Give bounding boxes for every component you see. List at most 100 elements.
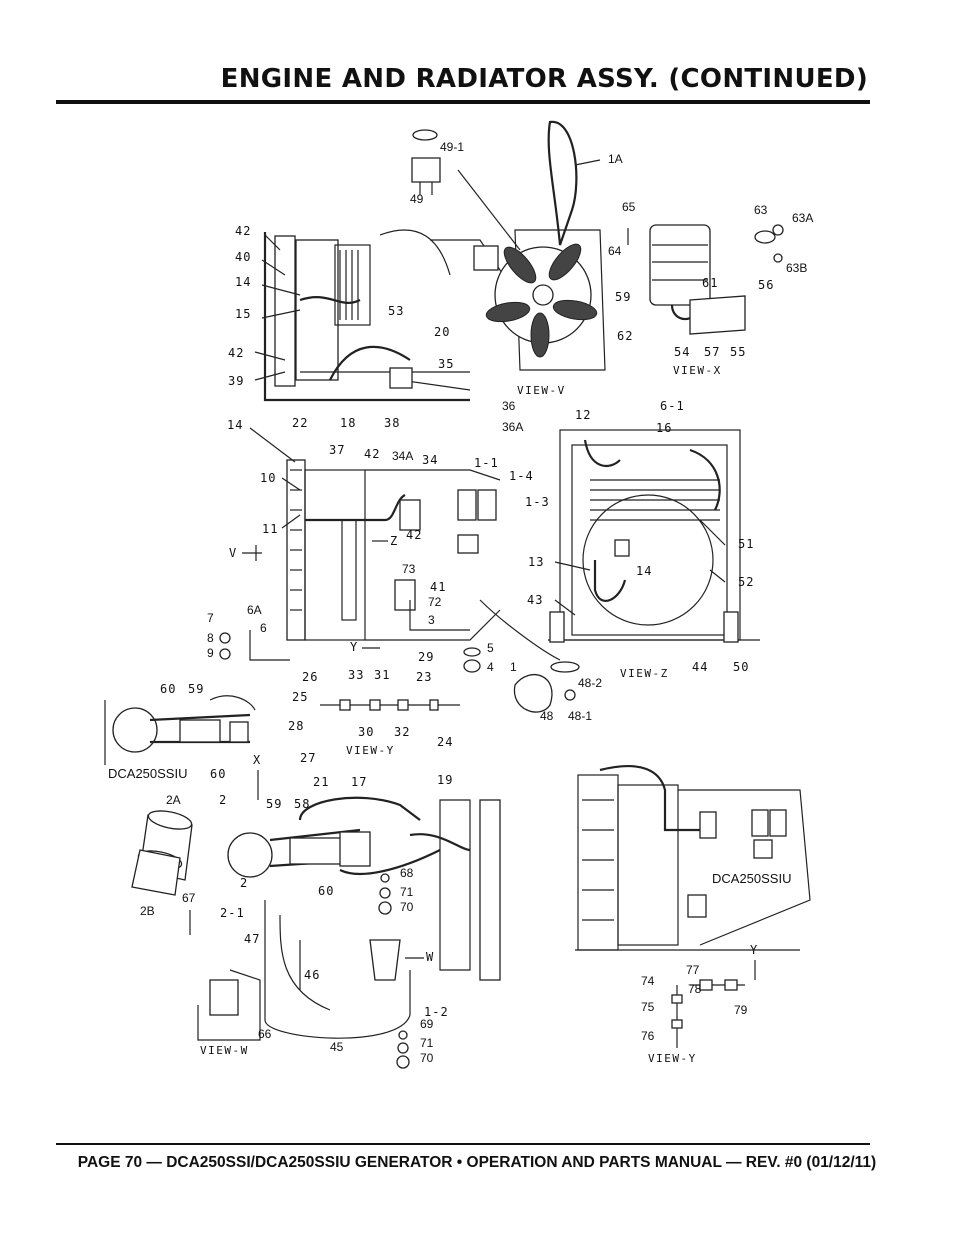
callout-label: 59 (266, 797, 282, 811)
callout-label: 33 (348, 668, 364, 682)
callout-label: 51 (738, 537, 754, 551)
callout-label: 26 (302, 670, 318, 684)
callout-label: 27 (300, 751, 316, 765)
callout-label: 40 (235, 250, 251, 264)
callout-label: 70 (400, 900, 414, 914)
callout-label: 2-1 (220, 906, 245, 920)
callout-label: 1-3 (525, 495, 550, 509)
callout-label: 1-2 (424, 1005, 449, 1019)
callout-label: 48-2 (578, 676, 602, 690)
callout-label: 57 (704, 345, 720, 359)
callout-label: 12 (575, 408, 591, 422)
callout-label: 36 (502, 399, 516, 413)
callout-label: 52 (738, 575, 754, 589)
callout-label: 64 (608, 244, 622, 258)
callout-label: 21 (313, 775, 329, 789)
callout-label: 2B (140, 904, 155, 918)
callout-label: 4 (487, 660, 494, 674)
callout-label: 28 (288, 719, 304, 733)
callout-label: 54 (674, 345, 690, 359)
callout-label: 6-1 (660, 399, 685, 413)
direction-marker: Y (350, 640, 358, 654)
callout-label: 59 (188, 682, 204, 696)
intake-dca250ssiu (104, 695, 256, 765)
callout-label: 55 (730, 345, 746, 359)
callout-label: 56 (758, 278, 774, 292)
callout-label: 11 (262, 522, 278, 536)
callout-label: 15 (235, 307, 251, 321)
callout-label: 39 (228, 374, 244, 388)
callout-label: 63A (792, 211, 813, 225)
callout-label: 14 (227, 418, 243, 432)
callout-label: 8 (207, 631, 214, 645)
view-label: VIEW-X (673, 364, 722, 377)
callout-label: 43 (527, 593, 543, 607)
callout-label: 42 (228, 346, 244, 360)
lower-right-assembly-dca250ssiu (575, 765, 811, 1048)
callout-label: 50 (733, 660, 749, 674)
callout-label: 14 (235, 275, 251, 289)
callout-label: 63B (786, 261, 807, 275)
callout-label: 32 (394, 725, 410, 739)
view-label: VIEW-V (517, 384, 566, 397)
direction-markers: V Z Y X W Y (229, 534, 757, 980)
callout-label: 45 (330, 1040, 344, 1054)
radiator-view-z (513, 429, 760, 713)
callout-label: 78 (688, 982, 702, 996)
callout-label: 46 (304, 968, 320, 982)
direction-marker: V (229, 546, 237, 560)
callout-label: 5 (487, 641, 494, 655)
callout-label: 1 (510, 660, 517, 674)
callout-label: 53 (388, 304, 404, 318)
view-label: VIEW-Y (648, 1052, 697, 1065)
callout-label: 13 (528, 555, 544, 569)
callout-label: 79 (734, 1003, 748, 1017)
callout-label: 42 (406, 528, 422, 542)
callout-label: 16 (656, 421, 672, 435)
callout-label: 31 (374, 668, 390, 682)
callout-label: 30 (358, 725, 374, 739)
callout-label: 7 (207, 611, 214, 625)
callout-label: 61 (702, 276, 718, 290)
radiator-assembly-top-left (263, 229, 521, 402)
callout-label: 24 (437, 735, 453, 749)
model-tags: DCA250SSIU DCA250SSIU (108, 766, 791, 886)
page-footer: PAGE 70 — DCA250SSI/DCA250SSIU GENERATOR… (77, 1154, 877, 1171)
direction-marker: W (426, 950, 434, 964)
callout-label: 73 (402, 562, 416, 576)
callout-label: 3 (428, 613, 435, 627)
callout-label: 2 (240, 876, 248, 890)
callout-label: 10 (260, 471, 276, 485)
lower-left-assembly (131, 796, 501, 1069)
view-labels: VIEW-V VIEW-X VIEW-Y VIEW-Z VIEW-Y VIEW-… (200, 364, 722, 1065)
view-label: VIEW-Y (346, 744, 395, 757)
callout-label: 75 (641, 1000, 655, 1014)
callout-label: 66 (258, 1027, 272, 1041)
leader-lines (249, 159, 726, 616)
callout-label: 1-1 (474, 456, 499, 470)
callout-label: 41 (430, 580, 446, 594)
page-title: ENGINE AND RADIATOR ASSY. (CONTINUED) (220, 64, 868, 94)
callout-label: 9 (207, 646, 214, 660)
callout-label: 70 (420, 1051, 434, 1065)
callout-label: 22 (292, 416, 308, 430)
callout-label: 68 (400, 866, 414, 880)
callout-label: 34 (422, 453, 438, 467)
callout-label: 2 (219, 793, 227, 807)
callout-label: 48-1 (568, 709, 592, 723)
view-label: VIEW-Z (620, 667, 669, 680)
title-rule (56, 100, 870, 104)
callout-label: 20 (434, 325, 450, 339)
engine-fan-view-v (411, 120, 606, 371)
callout-label: 25 (292, 690, 308, 704)
callout-label: 17 (351, 775, 367, 789)
callout-label: 42 (235, 224, 251, 238)
callout-label: 60 (318, 884, 334, 898)
view-label: VIEW-W (200, 1044, 249, 1057)
callout-label: 44 (692, 660, 708, 674)
callout-labels: 49-1 49 1A 65 64 63 63A 63B 61 56 59 62 … (140, 140, 813, 1065)
callout-label: 1A (608, 152, 623, 166)
callout-label: 67 (182, 891, 196, 905)
thermo-sensor-icon (411, 129, 441, 195)
